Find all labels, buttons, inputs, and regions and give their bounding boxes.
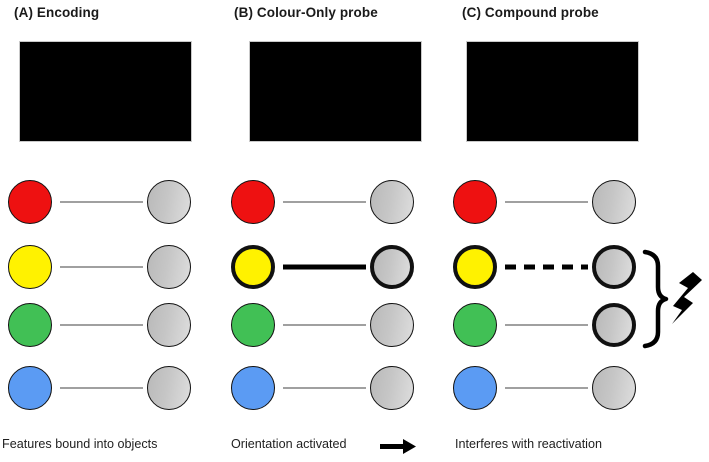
lightning-bolt-icon: [672, 272, 702, 324]
colour-dot-C-red: [453, 180, 497, 224]
orientation-circle-B-down: [370, 303, 414, 347]
orientation-circle-A-up: [147, 180, 191, 224]
panel-title-B: (B) Colour-Only probe: [234, 5, 378, 20]
orientation-circle-A-right: [147, 245, 191, 289]
colour-dot-A-blue: [8, 366, 52, 410]
interference-brace: [642, 249, 669, 349]
colour-dot-A-yellow: [8, 245, 52, 289]
orientation-circle-C-down: [592, 303, 636, 347]
caption-C: Interferes with reactivation: [455, 437, 602, 451]
colour-dot-A-red: [8, 180, 52, 224]
orientation-circle-C-left: [592, 366, 636, 410]
colour-dot-B-green: [231, 303, 275, 347]
colour-dot-C-yellow: [453, 245, 497, 289]
stimulus-display-B: [249, 41, 422, 142]
colour-dot-C-green: [453, 303, 497, 347]
caption-A: Features bound into objects: [2, 437, 158, 451]
orientation-circle-A-down: [147, 303, 191, 347]
colour-dot-A-green: [8, 303, 52, 347]
caption-B: Orientation activated: [231, 437, 347, 451]
colour-dot-B-blue: [231, 366, 275, 410]
stimulus-display-A: [19, 41, 192, 142]
orientation-circle-B-up: [370, 180, 414, 224]
orientation-circle-B-left: [370, 366, 414, 410]
stimulus-display-C: [466, 41, 639, 142]
orientation-circle-A-left: [147, 366, 191, 410]
colour-dot-C-blue: [453, 366, 497, 410]
colour-dot-B-yellow: [231, 245, 275, 289]
orientation-circle-C-up: [592, 180, 636, 224]
panel-title-A: (A) Encoding: [14, 5, 100, 20]
colour-dot-B-red: [231, 180, 275, 224]
panel-title-C: (C) Compound probe: [462, 5, 599, 20]
caption-arrow-icon: [380, 439, 416, 454]
orientation-circle-C-right: [592, 245, 636, 289]
orientation-circle-B-right: [370, 245, 414, 289]
